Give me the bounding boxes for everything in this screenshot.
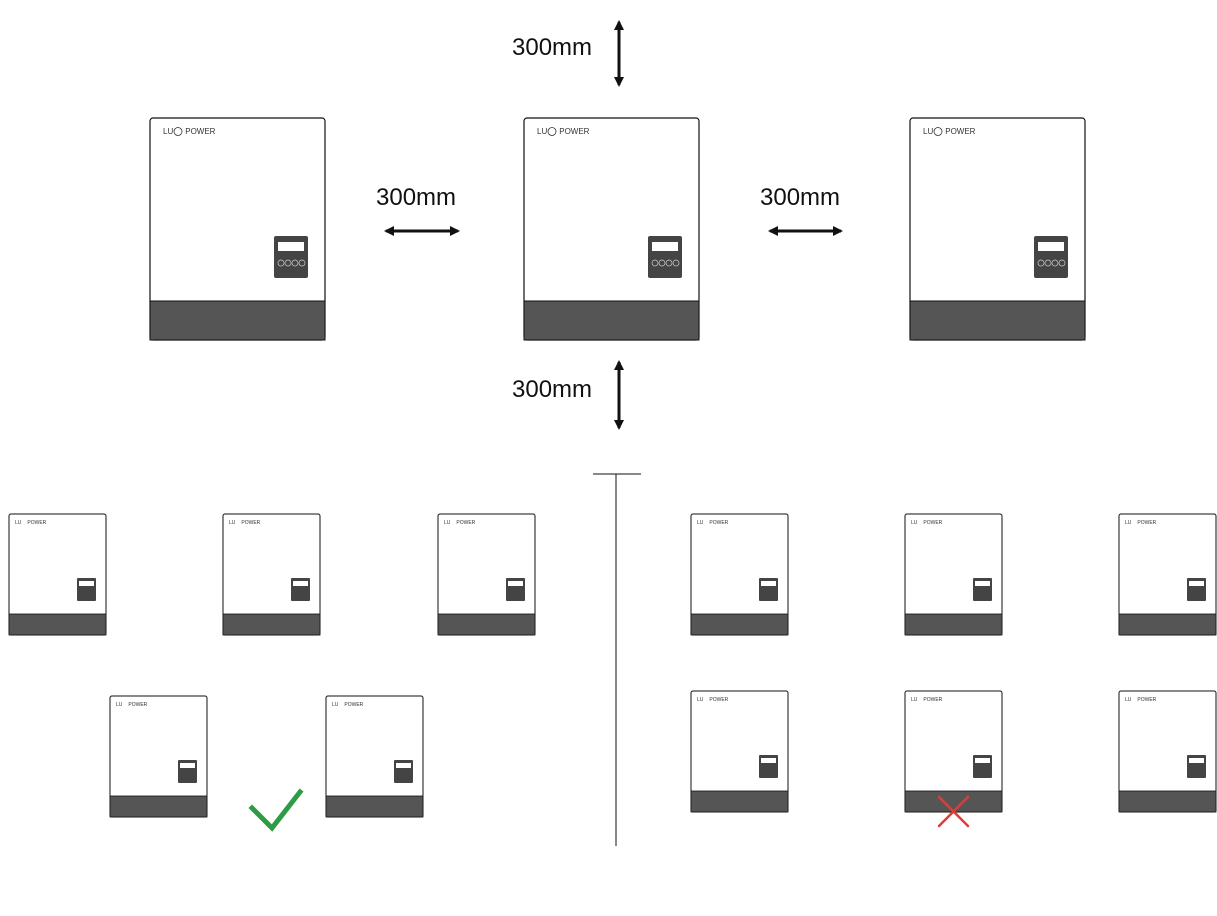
brand-logo-icon	[547, 127, 557, 136]
cross-icon	[937, 795, 970, 828]
brand-logo-icon	[933, 127, 943, 136]
brand-logo-icon	[173, 127, 183, 136]
clearance-top-label: 300mm	[512, 34, 592, 61]
clearance-right: 300mm	[760, 184, 843, 236]
clearance-left: 300mm	[376, 184, 460, 236]
clearance-bottom: 300mm	[512, 360, 624, 430]
clearance-top: 300mm	[512, 20, 624, 87]
clearance-left-label: 300mm	[376, 184, 456, 211]
layout-divider	[593, 473, 641, 846]
clearance-bottom-label: 300mm	[512, 376, 592, 403]
clearance-right-label: 300mm	[760, 184, 840, 211]
check-icon	[248, 788, 304, 832]
